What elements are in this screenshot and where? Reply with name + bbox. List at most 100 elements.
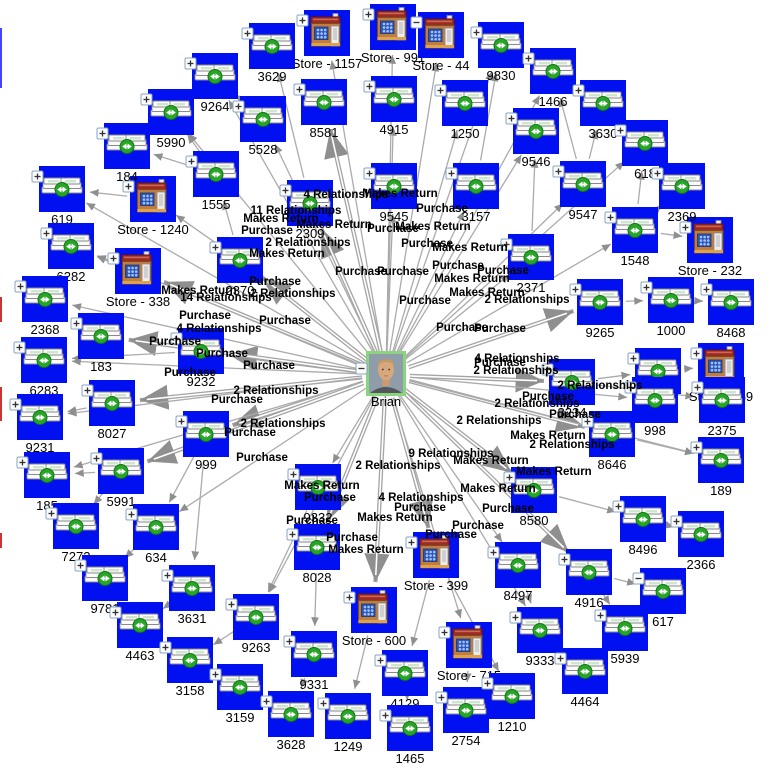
graph-node-transaction[interactable]: 8468 [700, 279, 754, 340]
graph-node-transaction[interactable]: 2369 [651, 163, 705, 224]
expand-toggle[interactable] [363, 80, 376, 93]
expand-toggle[interactable] [241, 27, 254, 40]
expand-toggle[interactable] [569, 283, 582, 296]
graph-node-transaction[interactable]: 3157 [445, 163, 499, 224]
expand-toggle[interactable] [691, 381, 704, 394]
expand-toggle[interactable] [232, 100, 245, 113]
expand-toggle[interactable] [90, 452, 103, 465]
expand-toggle[interactable] [96, 127, 109, 140]
graph-node-transaction[interactable]: 185 [16, 452, 70, 513]
graph-node-transaction[interactable]: 9263 [225, 594, 279, 655]
graph-node-store[interactable]: Store - 991 [361, 4, 425, 65]
graph-node-transaction[interactable]: 618 [614, 120, 668, 181]
expand-toggle[interactable] [225, 598, 238, 611]
graph-node-transaction[interactable]: 3629 [241, 23, 295, 84]
graph-node-store[interactable]: Store - 1240 [117, 176, 189, 237]
expand-toggle[interactable] [594, 609, 607, 622]
graph-node-transaction[interactable]: 1210 [481, 673, 535, 734]
graph-node-transaction[interactable]: 1250 [434, 80, 488, 141]
graph-node-transaction[interactable]: 5990 [140, 89, 194, 150]
expand-toggle[interactable] [700, 283, 713, 296]
graph-node-transaction[interactable]: 9231 [9, 394, 63, 455]
graph-node-transaction[interactable]: 9265 [569, 279, 623, 340]
expand-toggle[interactable] [581, 415, 594, 428]
collapse-toggle[interactable] [632, 572, 645, 585]
graph-node-transaction[interactable]: 8497 [487, 542, 541, 603]
graph-node-transaction[interactable]: 9545 [363, 163, 417, 224]
expand-toggle[interactable] [140, 93, 153, 106]
expand-toggle[interactable] [500, 238, 513, 251]
graph-node-transaction[interactable]: 6282 [40, 223, 94, 284]
graph-node-transaction[interactable]: 4916 [558, 549, 612, 610]
expand-toggle[interactable] [296, 14, 309, 27]
graph-node-transaction[interactable]: 1465 [379, 705, 433, 766]
expand-toggle[interactable] [161, 569, 174, 582]
expand-toggle[interactable] [125, 508, 138, 521]
graph-node-transaction[interactable]: 3159 [209, 664, 263, 725]
expand-toggle[interactable] [81, 384, 94, 397]
graph-node-transaction[interactable]: 2754 [435, 687, 489, 748]
expand-toggle[interactable] [185, 155, 198, 168]
graph-node-transaction[interactable]: 3628 [260, 691, 314, 752]
expand-toggle[interactable] [287, 468, 300, 481]
expand-toggle[interactable] [438, 626, 451, 639]
graph-node-transaction[interactable]: 8581 [293, 79, 347, 140]
expand-toggle[interactable] [293, 83, 306, 96]
graph-node-transaction[interactable]: 8580 [503, 467, 557, 528]
graph-node-transaction[interactable]: 2366 [670, 511, 724, 572]
expand-toggle[interactable] [107, 252, 120, 265]
expand-toggle[interactable] [670, 515, 683, 528]
collapse-toggle[interactable] [410, 16, 423, 29]
graph-node-transaction[interactable]: 184 [96, 123, 150, 184]
expand-toggle[interactable] [690, 441, 703, 454]
expand-toggle[interactable] [679, 221, 692, 234]
graph-node-transaction[interactable]: 3158 [159, 637, 213, 698]
graph-node-transaction[interactable]: 8646 [581, 411, 635, 472]
graph-node-transaction[interactable]: 183 [70, 313, 124, 374]
expand-toggle[interactable] [209, 668, 222, 681]
graph-node-store[interactable]: Store - 399 [404, 532, 468, 593]
graph-node-transaction[interactable]: 6283 [13, 337, 67, 398]
expand-toggle[interactable] [16, 456, 29, 469]
expand-toggle[interactable] [74, 559, 87, 572]
graph-node-transaction[interactable]: 1466 [522, 48, 576, 109]
expand-toggle[interactable] [554, 652, 567, 665]
expand-toggle[interactable] [14, 280, 27, 293]
expand-toggle[interactable] [503, 471, 516, 484]
graph-node-transaction[interactable]: 998 [624, 377, 678, 438]
expand-toggle[interactable] [505, 112, 518, 125]
expand-toggle[interactable] [363, 167, 376, 180]
expand-toggle[interactable] [283, 635, 296, 648]
collapse-toggle[interactable] [355, 362, 368, 375]
expand-toggle[interactable] [209, 241, 222, 254]
expand-toggle[interactable] [13, 341, 26, 354]
expand-toggle[interactable] [374, 654, 387, 667]
expand-toggle[interactable] [379, 709, 392, 722]
expand-toggle[interactable] [175, 415, 188, 428]
expand-toggle[interactable] [604, 211, 617, 224]
graph-node-transaction[interactable]: 999 [175, 411, 229, 472]
graph-node-transaction[interactable]: 5991 [90, 448, 144, 509]
expand-toggle[interactable] [40, 227, 53, 240]
expand-toggle[interactable] [470, 26, 483, 39]
graph-node-person[interactable]: Brian [355, 351, 406, 410]
graph-node-transaction[interactable]: 2371 [500, 234, 554, 295]
graph-node-transaction[interactable]: 2375 [691, 377, 745, 438]
graph-node-transaction[interactable]: 3631 [161, 565, 215, 626]
expand-toggle[interactable] [405, 536, 418, 549]
expand-toggle[interactable] [624, 381, 637, 394]
graph-node-transaction[interactable]: 9547 [552, 161, 606, 222]
graph-node-transaction[interactable]: 619 [31, 166, 85, 227]
graph-node-transaction[interactable]: 4129 [374, 650, 428, 711]
graph-node-transaction[interactable]: 1000 [640, 277, 694, 338]
graph-node-store[interactable]: Store - 232 [678, 217, 742, 278]
graph-node-transaction[interactable]: 2368 [14, 276, 68, 337]
graph-node-transaction[interactable]: 1548 [604, 207, 658, 268]
expand-toggle[interactable] [159, 641, 172, 654]
graph-node-transaction[interactable]: 9232 [170, 328, 224, 389]
graph-node-transaction[interactable]: 4915 [363, 76, 417, 137]
graph-node-transaction[interactable]: 634 [125, 504, 179, 565]
graph-node-transaction[interactable]: 9781 [74, 555, 128, 616]
expand-toggle[interactable] [45, 507, 58, 520]
